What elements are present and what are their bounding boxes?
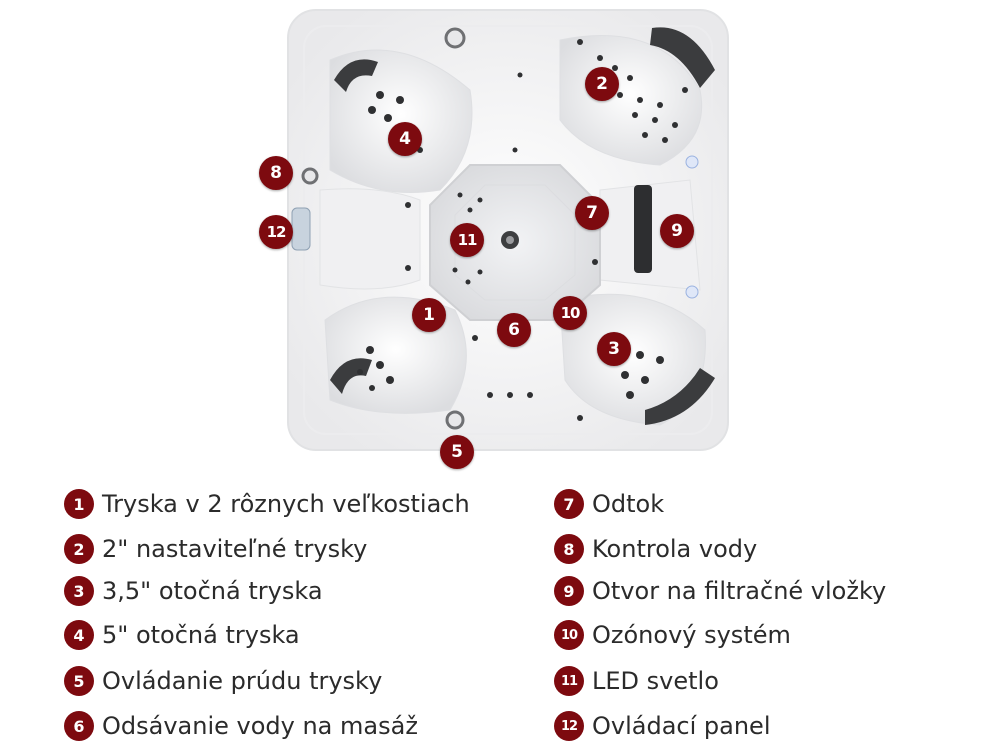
headrest-bottom-left — [330, 358, 372, 394]
legend-number: 4 — [64, 620, 94, 650]
legend-item-9: 9 Otvor na filtračné vložky — [554, 573, 886, 609]
seat-top-left — [329, 49, 473, 193]
legend-number: 5 — [64, 666, 94, 696]
filter-housing — [634, 185, 652, 273]
legend-label: Odtok — [592, 490, 665, 518]
hot-tub-diagram: 1 2 3 4 5 6 7 8 9 10 11 12 — [259, 9, 729, 469]
legend-number: 11 — [554, 666, 584, 696]
legend-item-4: 4 5" otočná tryska — [64, 617, 300, 653]
legend-label: LED svetlo — [592, 667, 719, 695]
hot-tub-illustration — [287, 9, 729, 451]
legend-item-8: 8 Kontrola vody — [554, 531, 757, 567]
marker-5: 5 — [440, 435, 474, 469]
marker-4: 4 — [388, 122, 422, 156]
headrest-top-right — [650, 27, 715, 88]
legend-item-11: 11 LED svetlo — [554, 663, 719, 699]
legend-label: Ovládanie prúdu trysky — [102, 667, 383, 695]
marker-3: 3 — [597, 332, 631, 366]
legend-number: 7 — [554, 489, 584, 519]
seat-left-side — [319, 188, 421, 290]
legend-number: 8 — [554, 534, 584, 564]
legend-number: 12 — [554, 711, 584, 741]
legend-item-1: 1 Tryska v 2 rôznych veľkostiach — [64, 486, 470, 522]
legend-item-12: 12 Ovládací panel — [554, 708, 771, 744]
legend-item-6: 6 Odsávanie vody na masáž — [64, 708, 418, 744]
legend-number: 9 — [554, 576, 584, 606]
legend-label: 3,5" otočná tryska — [102, 577, 323, 605]
marker-2: 2 — [585, 67, 619, 101]
legend-number: 6 — [64, 711, 94, 741]
jets — [357, 39, 688, 421]
legend-item-5: 5 Ovládanie prúdu trysky — [64, 663, 382, 699]
marker-8: 8 — [259, 156, 293, 190]
legend-number: 3 — [64, 576, 94, 606]
legend-label: Kontrola vody — [592, 535, 758, 563]
legend-label: Otvor na filtračné vložky — [592, 577, 887, 605]
legend-number: 10 — [554, 620, 584, 650]
legend-item-10: 10 Ozónový systém — [554, 617, 791, 653]
legend-item-3: 3 3,5" otočná tryska — [64, 573, 323, 609]
marker-11: 11 — [450, 223, 484, 257]
legend-item-2: 2 2" nastaviteľné trysky — [64, 531, 367, 567]
legend: 1 Tryska v 2 rôznych veľkostiach 2 2" na… — [0, 484, 1000, 754]
legend-label: 2" nastaviteľné trysky — [102, 535, 368, 563]
legend-label: Tryska v 2 rôznych veľkostiach — [102, 490, 470, 518]
headrest-top-left — [334, 59, 378, 92]
legend-label: 5" otočná tryska — [102, 621, 300, 649]
marker-9: 9 — [660, 214, 694, 248]
legend-label: Ozónový systém — [592, 621, 791, 649]
marker-10: 10 — [553, 296, 587, 330]
control-panel-device — [291, 207, 311, 251]
marker-7: 7 — [575, 196, 609, 230]
marker-6: 6 — [497, 313, 531, 347]
headrest-bottom-right — [645, 368, 715, 425]
legend-item-7: 7 Odtok — [554, 486, 664, 522]
legend-number: 1 — [64, 489, 94, 519]
marker-1: 1 — [412, 298, 446, 332]
legend-number: 2 — [64, 534, 94, 564]
marker-12: 12 — [259, 215, 293, 249]
legend-label: Odsávanie vody na masáž — [102, 712, 418, 740]
legend-label: Ovládací panel — [592, 712, 771, 740]
